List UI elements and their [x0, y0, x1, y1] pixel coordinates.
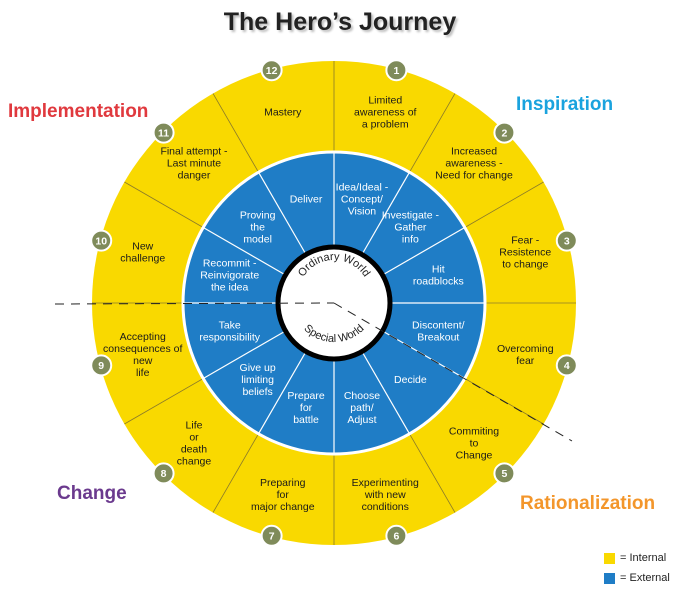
outer-divider — [464, 181, 544, 228]
svg-text:3: 3 — [564, 235, 570, 247]
inner-divider — [258, 351, 307, 434]
boundary-line-right — [333, 302, 573, 442]
stage-number-badge: 9 — [90, 354, 113, 377]
svg-text:7: 7 — [269, 531, 275, 543]
svg-text:4: 4 — [564, 360, 570, 372]
stage-number-badge: 8 — [152, 462, 175, 485]
stage-number-badge: 4 — [555, 354, 578, 377]
inner-divider — [361, 172, 410, 255]
stage-number-badge: 10 — [90, 229, 113, 252]
outer-divider — [212, 433, 259, 513]
inner-stage-label: Idea/Ideal -Concept/Vision — [336, 181, 389, 217]
inner-divider — [361, 351, 410, 434]
svg-text:6: 6 — [393, 531, 399, 543]
stage-number-badge: 2 — [493, 121, 516, 144]
stage-number-badge: 6 — [385, 524, 408, 547]
outer-divider — [124, 181, 204, 228]
svg-text:12: 12 — [266, 65, 278, 77]
stage-number-badge: 3 — [555, 229, 578, 252]
svg-text:5: 5 — [501, 468, 507, 480]
outer-divider — [409, 433, 456, 513]
boundary-line-left — [54, 302, 335, 305]
outer-divider — [409, 93, 456, 173]
inner-divider — [203, 330, 286, 379]
legend-external: = External — [604, 572, 670, 584]
diagram-title: The Hero’s Journey — [223, 8, 457, 36]
phase-label-inspiration: Inspiration — [516, 94, 614, 115]
legend-external-swatch — [604, 572, 615, 584]
inner-stage-label: Deliver — [290, 193, 323, 205]
svg-text:2: 2 — [501, 127, 507, 139]
legend-external-label: = External — [620, 572, 670, 584]
outer-divider — [124, 378, 204, 425]
inner-divider — [258, 172, 307, 255]
stage-number-badge: 7 — [260, 524, 283, 547]
stage-number-badge: 11 — [152, 121, 175, 144]
phase-label-implementation: Implementation — [8, 101, 149, 122]
inner-divider — [203, 227, 286, 276]
stage-number-badge: 1 — [385, 59, 408, 82]
outer-stage-label: Mastery — [264, 106, 302, 118]
outer-divider — [212, 93, 259, 173]
phase-label-change: Change — [57, 483, 127, 504]
svg-text:11: 11 — [158, 127, 169, 139]
svg-text:9: 9 — [98, 360, 104, 372]
inner-divider — [382, 227, 465, 276]
legend-internal-label: = Internal — [620, 552, 667, 564]
stage-number-badge: 12 — [260, 59, 283, 82]
stage-number-badge: 5 — [493, 462, 516, 485]
legend-internal-swatch — [604, 552, 615, 564]
svg-text:8: 8 — [161, 468, 167, 480]
inner-stage-label: Decide — [394, 374, 427, 386]
legend-internal: = Internal — [604, 552, 666, 564]
phase-label-rationalization: Rationalization — [520, 493, 656, 514]
svg-text:1: 1 — [393, 65, 399, 77]
inner-stage-label: Discontent/Breakout — [412, 320, 465, 344]
svg-text:10: 10 — [95, 235, 107, 247]
